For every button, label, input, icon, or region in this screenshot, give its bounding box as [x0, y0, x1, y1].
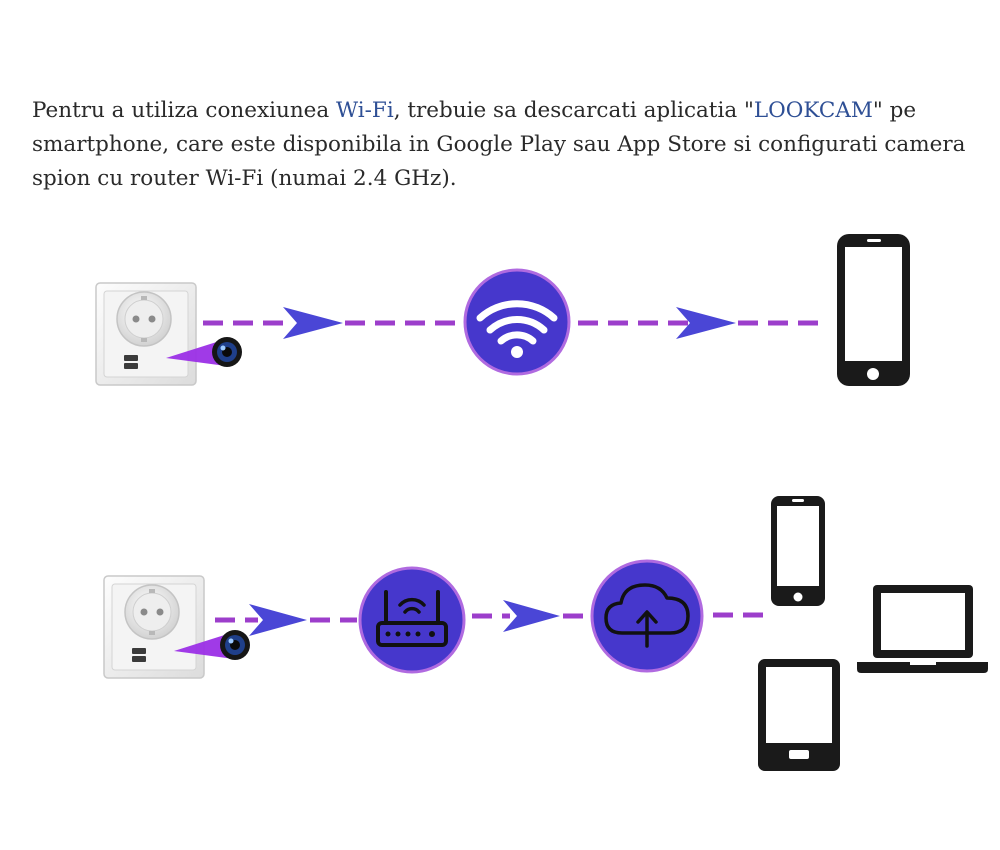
arrow-bottom-1: [249, 604, 307, 636]
camera-socket-top: [95, 282, 243, 386]
laptop-icon: [857, 585, 988, 673]
arrow-bottom-2: [503, 600, 560, 632]
camera-socket-bottom: [103, 575, 251, 679]
intro-part-1: Pentru a utiliza conexiunea: [32, 98, 337, 123]
wifi-term: Wi-Fi: [336, 98, 394, 123]
arrow-top-1: [283, 307, 343, 339]
router-icon: [358, 566, 466, 674]
app-name: LOOKCAM: [753, 98, 873, 123]
intro-part-3: " pe smartphone, care este disponibila i…: [32, 98, 966, 191]
arrow-top-2: [676, 307, 736, 339]
smartphone-icon-top: [837, 234, 910, 386]
wifi-icon: [463, 268, 571, 376]
tablet-icon: [758, 659, 840, 771]
cloud-upload-icon: [590, 559, 704, 673]
intro-part-2: , trebuie sa descarcati aplicatia ": [393, 98, 754, 123]
smartphone-icon-bottom: [771, 496, 825, 606]
intro-text: Pentru a utiliza conexiunea Wi-Fi, trebu…: [32, 94, 982, 196]
